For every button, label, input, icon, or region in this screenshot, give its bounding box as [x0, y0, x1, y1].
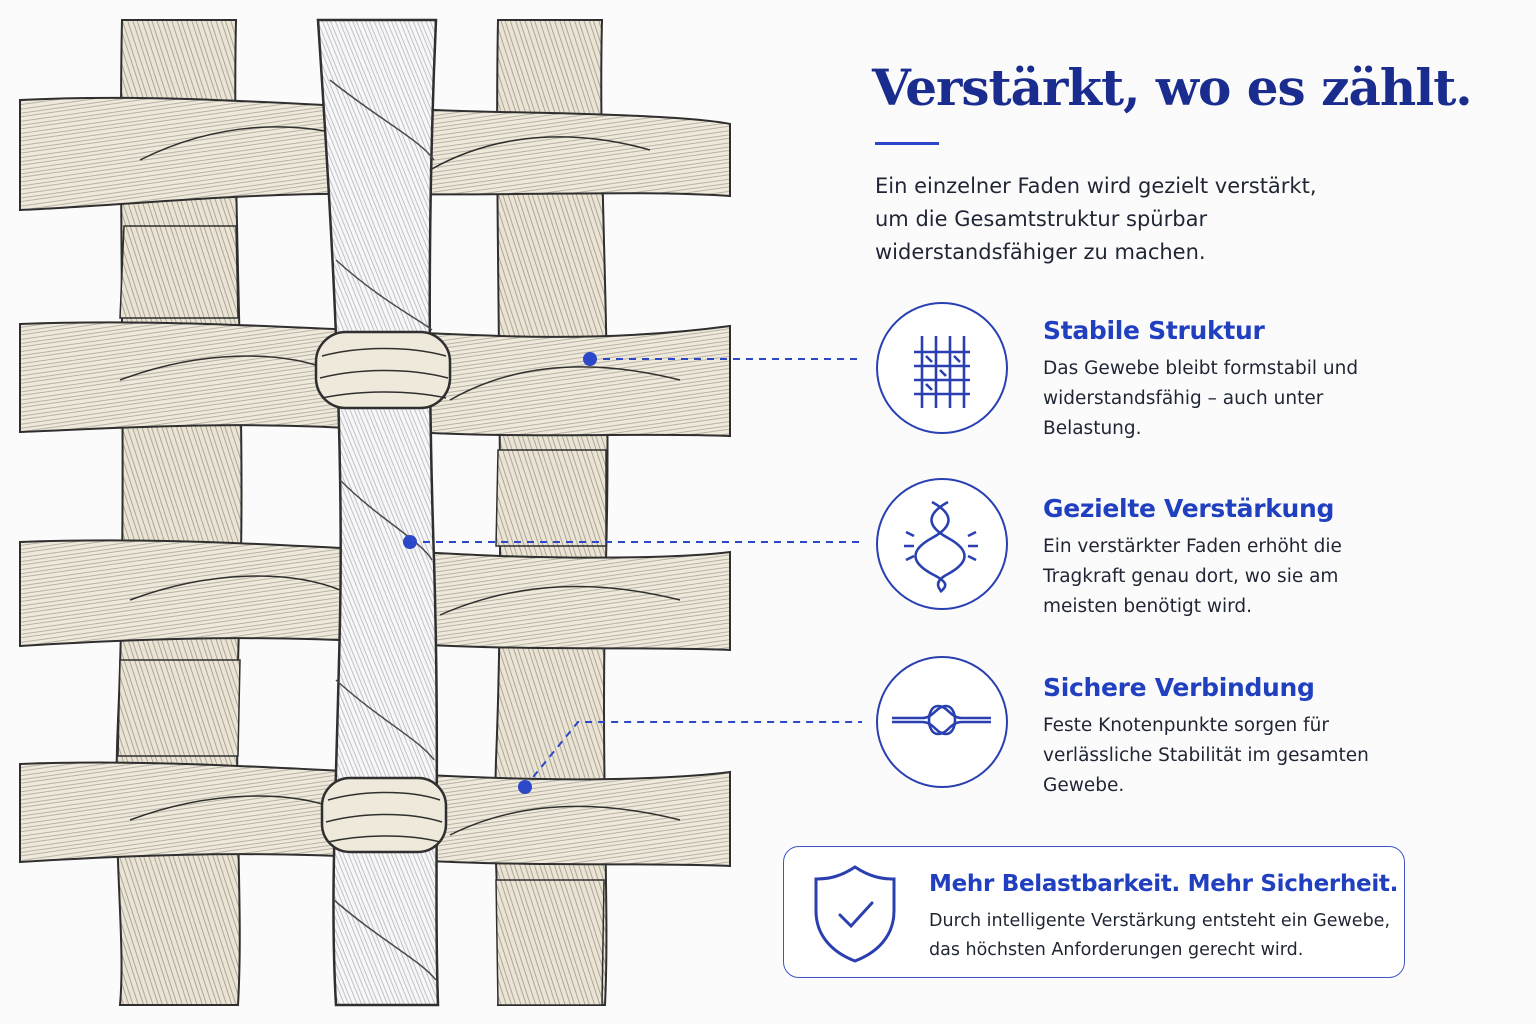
page-title: Verstärkt, wo es zählt.	[872, 58, 1473, 117]
knot-wrap-lower	[320, 776, 448, 854]
reinforced-strand	[316, 18, 440, 1007]
feature-title: Gezielte Verstärkung	[1043, 494, 1335, 523]
callout-description: Durch intelligente Verstärkung entsteht …	[929, 911, 1391, 960]
grid-mesh-icon	[914, 336, 970, 408]
knot-icon	[892, 704, 991, 736]
twisted-rope-icon	[904, 500, 978, 594]
title-underline	[875, 142, 939, 145]
shield-check-icon	[814, 865, 896, 963]
feature-icon-circle-reinforcement	[876, 478, 1008, 610]
feature-description: Feste Knotenpunkte sorgen für verlässlic…	[1043, 715, 1369, 796]
feature-title: Sichere Verbindung	[1043, 673, 1315, 702]
feature-structure: Stabile Struktur Das Gewebe bleibt forms…	[1043, 316, 1373, 444]
feature-description: Ein verstärkter Faden erhöht die Tragkra…	[1043, 536, 1342, 617]
intro-text: Ein einzelner Faden wird gezielt verstär…	[875, 174, 1317, 264]
feature-icon-circle-structure	[876, 302, 1008, 434]
knot-wrap-upper	[314, 330, 452, 410]
feature-reinforcement: Gezielte Verstärkung Ein verstärkter Fad…	[1043, 494, 1373, 622]
feature-title: Stabile Struktur	[1043, 316, 1265, 345]
callout-line-structure	[583, 352, 862, 366]
summary-callout-box: Mehr Belastbarkeit. Mehr Sicherheit. Dur…	[783, 846, 1405, 978]
feature-icon-circle-connection	[876, 656, 1008, 788]
callout-title: Mehr Belastbarkeit. Mehr Sicherheit.	[929, 871, 1399, 897]
callout-line-connection	[518, 721, 862, 794]
feature-connection: Sichere Verbindung Feste Knotenpunkte so…	[1043, 673, 1373, 801]
feature-description: Das Gewebe bleibt formstabil und widerst…	[1043, 358, 1359, 439]
callout-line-reinforcement	[403, 535, 862, 549]
